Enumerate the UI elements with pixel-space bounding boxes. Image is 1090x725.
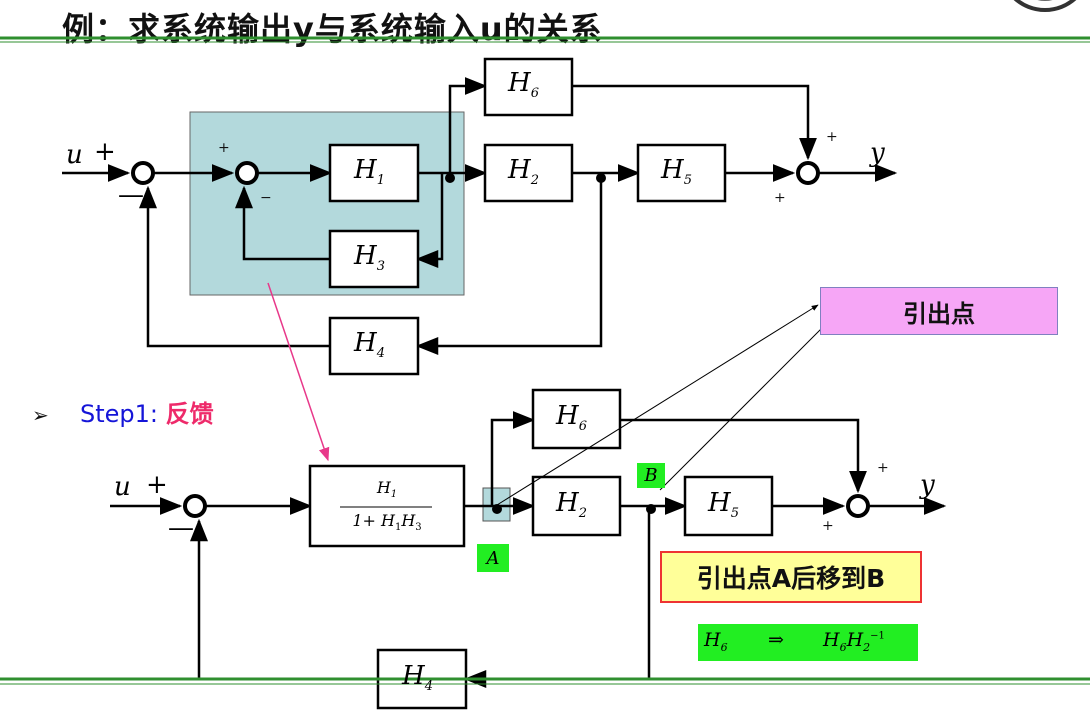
formula-lhs: H6 <box>704 629 728 654</box>
step1-heading: ➢Step1: 反馈 <box>32 400 214 428</box>
block-fraction-d2 <box>308 464 466 548</box>
sign-minus-2: − <box>260 190 272 206</box>
sign-plus-3: + <box>826 129 838 145</box>
formula-rhs: H6H2−1 <box>823 629 885 654</box>
pickoff-point-label: 引出点 <box>820 287 1058 335</box>
block-h5-d1 <box>636 143 727 203</box>
block-h6-d2 <box>531 388 622 450</box>
label-h6-d2: H6 <box>556 401 587 435</box>
sign-plus-6: + <box>877 460 889 476</box>
block-h1-d1 <box>328 143 420 203</box>
sign-plus-5: + <box>146 470 168 500</box>
pickoff-dot-1 <box>445 173 455 183</box>
label-h4-d2: H4 <box>402 661 433 695</box>
sign-plus-7: + <box>822 518 834 534</box>
output-y-2: y <box>920 470 935 500</box>
sign-minus-5: — <box>168 513 194 543</box>
point-b-tag: B <box>637 463 665 488</box>
sign-plus-4: + <box>774 190 786 206</box>
label-h2-d2: H2 <box>556 488 587 522</box>
label-h5-d1: H5 <box>661 155 692 189</box>
block-h2-d2 <box>531 475 622 537</box>
input-u-2: u <box>114 472 131 502</box>
move-note: 引出点A后移到B <box>660 551 922 603</box>
block-h3-d1 <box>328 229 420 289</box>
output-y-1: y <box>870 138 885 168</box>
label-h6-d1: H6 <box>508 68 539 102</box>
label-h5-d2: H5 <box>708 488 739 522</box>
label-h2-d1: H2 <box>508 155 539 189</box>
sum-junction-5 <box>846 494 870 518</box>
inner-loop-highlight <box>189 111 465 296</box>
block-h6-d1 <box>483 57 574 117</box>
input-u-1: u <box>66 140 83 170</box>
pickoff-dot-b <box>646 504 656 514</box>
block-h5-d2 <box>683 475 774 537</box>
implies-arrow-icon: ⇒ <box>768 629 784 651</box>
label-h3-d1: H3 <box>354 241 385 275</box>
pickoff-dot-2 <box>596 173 606 183</box>
sign-plus-1: + <box>94 137 116 167</box>
label-h1-d1: H1 <box>354 155 385 189</box>
pointer-a <box>496 304 819 506</box>
sign-plus-2: + <box>218 140 230 156</box>
label-h4-d1: H4 <box>354 328 385 362</box>
pointer-b <box>659 321 829 491</box>
block-h2-d1 <box>483 143 574 203</box>
sum-junction-2 <box>235 161 259 185</box>
pickoff-dot-a <box>492 504 502 514</box>
formula-box: H6 ⇒ H6H2−1 <box>698 624 918 661</box>
pink-arrow <box>267 282 330 462</box>
bullet-arrow-icon: ➢ <box>32 403 49 427</box>
university-logo <box>1013 0 1077 12</box>
point-a-tag: A <box>477 544 509 572</box>
sign-minus-1: — <box>118 180 144 210</box>
fraction-numerator: H1 <box>376 478 398 501</box>
sum-junction-3 <box>796 161 820 185</box>
fraction-denominator: 1+ H1H3 <box>352 511 422 534</box>
block-h4-d1 <box>328 316 420 376</box>
